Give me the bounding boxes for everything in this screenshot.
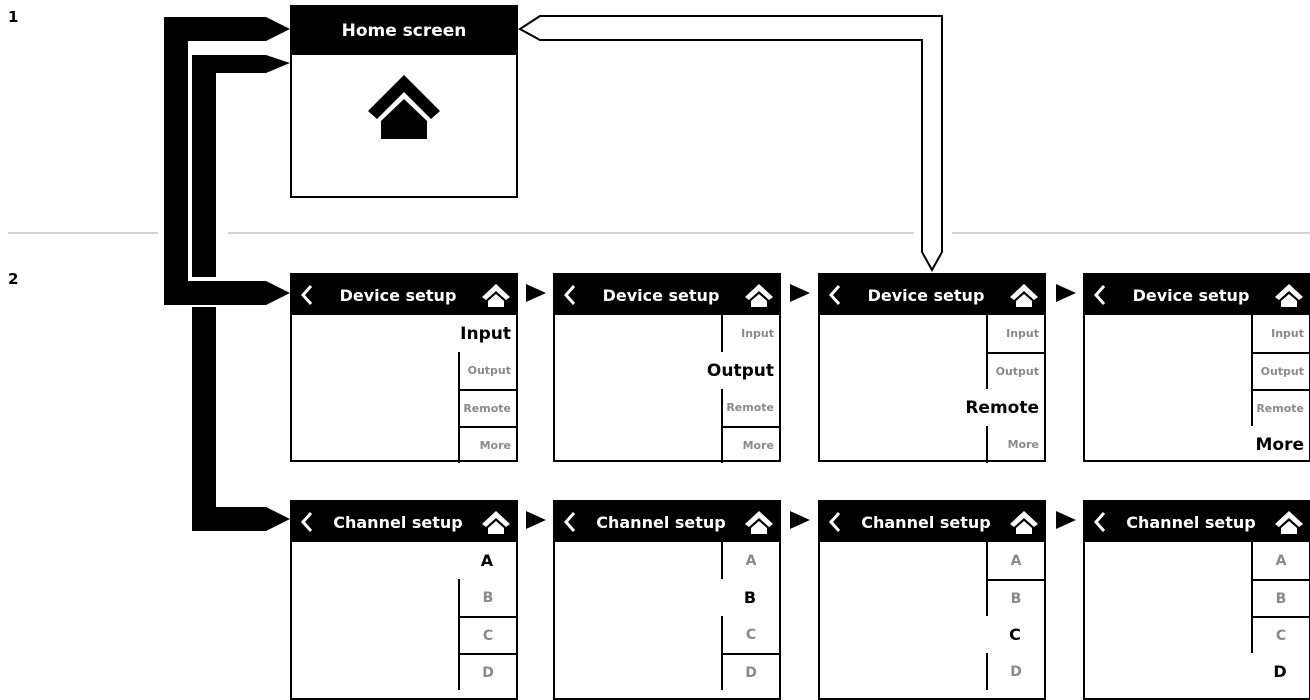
device-tab[interactable]: Remote [965,397,1039,418]
screen-title: Device setup [1132,285,1250,305]
chevron-left-icon[interactable] [300,511,314,533]
chevron-left-icon[interactable] [563,511,577,533]
home-screen[interactable]: Home screen [290,5,518,198]
channel-tab[interactable]: D [721,653,779,690]
channel-tab[interactable]: C [721,616,779,653]
channel-tab[interactable]: B [1251,579,1309,616]
home-icon[interactable] [1275,283,1303,307]
connector-home-channel [192,55,290,277]
screen-title: Channel setup [333,512,463,532]
screen-header: Device setup [292,275,516,315]
next-arrow-icon [526,511,546,529]
screen-header: Device setup [1085,275,1309,315]
device-tab[interactable]: Input [1251,315,1309,352]
chevron-left-icon[interactable] [828,284,842,306]
screen-header: Device setup [820,275,1044,315]
next-arrow-icon [1056,511,1076,529]
device-tab[interactable]: Remote [721,389,779,426]
channel-tab[interactable]: D [458,653,516,690]
channel-tab[interactable]: D [986,653,1044,690]
channel-tab[interactable]: A [721,542,779,579]
channel-tab[interactable]: D [1273,662,1287,681]
channel-tab[interactable]: C [1251,616,1309,653]
level-number: 2 [8,270,19,288]
screen-header: Device setup [555,275,779,315]
device-tab[interactable]: Remote [1251,389,1309,426]
channel-tab[interactable]: A [1251,542,1309,579]
screen-title: Channel setup [861,512,991,532]
screen-header: Channel setup [820,502,1044,542]
chevron-left-icon[interactable] [828,511,842,533]
screen-title: Device setup [339,285,457,305]
device-tab[interactable]: Output [986,352,1044,389]
device-tab[interactable]: More [721,426,779,463]
channel-tab[interactable]: B [986,579,1044,616]
device-tab[interactable]: Input [460,323,511,344]
chevron-left-icon[interactable] [563,284,577,306]
home-screen-title: Home screen [292,7,516,55]
device-tab[interactable]: Output [1251,352,1309,389]
screen-title: Device setup [867,285,985,305]
device-tab[interactable]: Remote [458,389,516,426]
channel-tab[interactable]: B [743,588,757,607]
home-icon [368,75,440,139]
device-tab[interactable]: Output [458,352,516,389]
screen-title: Device setup [602,285,720,305]
screen-title: Channel setup [596,512,726,532]
screen-header: Channel setup [555,502,779,542]
home-icon[interactable] [1275,510,1303,534]
device-tab[interactable]: Input [721,315,779,352]
screen-header: Channel setup [1085,502,1309,542]
chevron-left-icon[interactable] [300,284,314,306]
home-icon[interactable] [482,510,510,534]
home-icon[interactable] [482,283,510,307]
connector-home-channel [192,307,290,531]
level-number: 1 [8,8,19,26]
home-icon[interactable] [745,510,773,534]
home-icon[interactable] [745,283,773,307]
screen-title: Channel setup [1126,512,1256,532]
home-icon[interactable] [1010,510,1038,534]
channel-tab[interactable]: C [1009,625,1021,644]
device-tab[interactable]: More [1255,434,1304,455]
screen-header: Channel setup [292,502,516,542]
connector-home-remote [518,15,943,273]
channel-tab[interactable]: B [458,579,516,616]
next-arrow-icon [790,284,810,302]
channel-tab[interactable]: A [986,542,1044,579]
channel-tab[interactable]: A [480,551,494,570]
chevron-left-icon[interactable] [1093,284,1107,306]
home-icon[interactable] [1010,283,1038,307]
next-arrow-icon [1056,284,1076,302]
device-tab[interactable]: More [986,426,1044,463]
next-arrow-icon [526,284,546,302]
connector-home-device [164,17,290,305]
next-arrow-icon [790,511,810,529]
chevron-left-icon[interactable] [1093,511,1107,533]
device-tab[interactable]: Output [706,360,774,381]
device-tab[interactable]: More [458,426,516,463]
device-tab[interactable]: Input [986,315,1044,352]
channel-tab[interactable]: C [458,616,516,653]
